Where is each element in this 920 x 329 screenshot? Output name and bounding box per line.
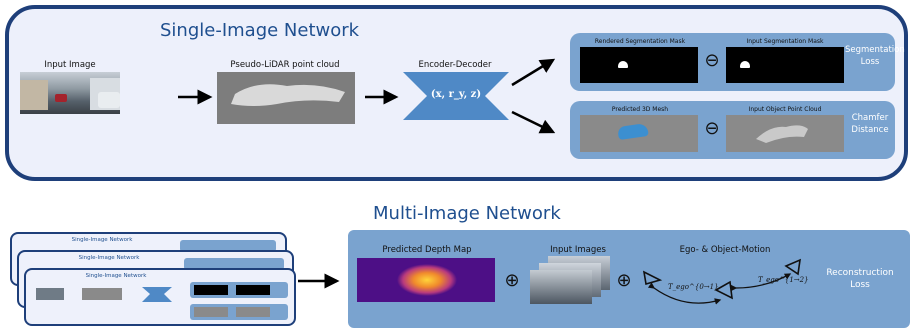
input-mask-image bbox=[726, 47, 844, 83]
camera-frustum-2 bbox=[784, 258, 801, 276]
segmentation-loss-text: Segmentation Loss bbox=[845, 45, 905, 67]
predicted-mesh-label: Predicted 3D Mesh bbox=[611, 106, 669, 113]
mini-title-back: Single-Image Network bbox=[71, 237, 133, 243]
multi-network-title: Multi-Image Network bbox=[373, 203, 561, 224]
mini-title-front: Single-Image Network bbox=[85, 273, 147, 279]
encoder-output-params: (x, r_y, z) bbox=[430, 89, 482, 100]
ego-motion-diagram bbox=[642, 258, 801, 305]
motion-label: Ego- & Object-Motion bbox=[679, 245, 771, 255]
street-scene-image bbox=[20, 72, 120, 114]
reconstruction-loss-text: Reconstruction Loss bbox=[826, 268, 894, 290]
depth-map-image bbox=[357, 258, 495, 302]
oplus-symbol-1: ⊕ bbox=[504, 270, 520, 291]
pseudo-lidar-label: Pseudo-LiDAR point cloud bbox=[230, 60, 340, 70]
input-mask-label: Input Segmentation Mask bbox=[746, 38, 824, 45]
rendered-mask-image bbox=[580, 47, 698, 83]
mini-network-front: Single-Image Network bbox=[24, 268, 296, 326]
ominus-symbol-seg: ⊖ bbox=[704, 50, 720, 71]
arrow-to-chamfer bbox=[511, 110, 556, 134]
depth-map-label: Predicted Depth Map bbox=[382, 245, 472, 255]
single-network-title: Single-Image Network bbox=[160, 20, 360, 41]
input-pointcloud-image bbox=[726, 115, 844, 152]
encoder-decoder-label: Encoder-Decoder bbox=[418, 60, 492, 70]
predicted-mesh-image bbox=[580, 115, 698, 152]
encoder-decoder-shape bbox=[403, 72, 509, 120]
rendered-mask-label: Rendered Segmentation Mask bbox=[594, 38, 686, 45]
transform-0-1: T_ego^{0→1} bbox=[668, 283, 719, 291]
arrow-to-segmentation bbox=[511, 58, 556, 87]
input-image-label: Input Image bbox=[44, 60, 96, 70]
input-pointcloud-label: Input Object Point Cloud bbox=[748, 106, 822, 113]
input-images-label: Input Images bbox=[550, 245, 606, 255]
oplus-symbol-2: ⊕ bbox=[616, 270, 632, 291]
mini-title-middle: Single-Image Network bbox=[78, 255, 140, 261]
ominus-symbol-chamfer: ⊖ bbox=[704, 118, 720, 139]
transform-1-2: T_ego^{1→2} bbox=[758, 276, 809, 284]
pseudo-lidar-image bbox=[217, 72, 355, 124]
chamfer-distance-text: Chamfer Distance bbox=[851, 113, 889, 135]
camera-frustum-0 bbox=[642, 270, 663, 286]
input-image-stack-front bbox=[530, 270, 592, 304]
